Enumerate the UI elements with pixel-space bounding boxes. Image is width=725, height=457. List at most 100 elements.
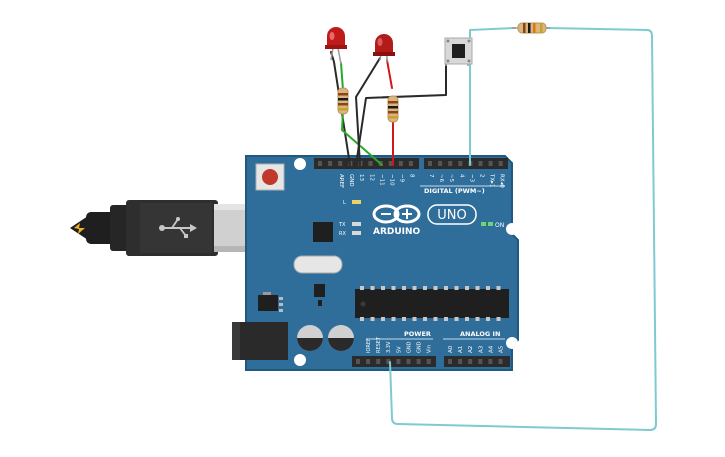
power-pin-label: 3.3V bbox=[386, 341, 392, 353]
led-l bbox=[352, 200, 361, 204]
digital-pin-label: TX▸1 bbox=[489, 173, 495, 187]
capacitor bbox=[297, 325, 323, 351]
pin-hole[interactable] bbox=[498, 161, 503, 166]
wire-black-led2-gnd[interactable] bbox=[355, 57, 381, 166]
digital-pin-label: ~6 bbox=[438, 174, 444, 183]
usb-chip bbox=[313, 222, 333, 242]
model-badge: UNO bbox=[427, 204, 477, 225]
brand-label: ARDUINO bbox=[373, 227, 421, 237]
pin-hole[interactable] bbox=[386, 359, 391, 364]
digital-pin-label: 7 bbox=[428, 174, 434, 178]
pin-hole[interactable] bbox=[448, 161, 453, 166]
pin-hole[interactable] bbox=[356, 359, 360, 364]
digital-pin-label: 4 bbox=[458, 174, 464, 178]
digital-pin-label: ~3 bbox=[468, 174, 474, 183]
analog-pin-label: A3 bbox=[478, 345, 484, 353]
resistor-3[interactable] bbox=[512, 22, 550, 34]
red-led-1[interactable] bbox=[325, 27, 347, 65]
pin-hole[interactable] bbox=[318, 161, 322, 166]
pin-hole[interactable] bbox=[368, 161, 373, 166]
header-pin-holes bbox=[356, 359, 503, 364]
digital-pin-label: 2 bbox=[479, 174, 485, 178]
digital-pin-label: AREF bbox=[338, 174, 344, 188]
pin-hole[interactable] bbox=[416, 359, 421, 364]
power-label: POWER bbox=[404, 330, 431, 338]
pin-hole[interactable] bbox=[406, 359, 411, 364]
digital-pin-label: 12 bbox=[368, 174, 374, 181]
pin-hole[interactable] bbox=[458, 161, 463, 166]
pin-hole[interactable] bbox=[328, 161, 333, 166]
reset-button[interactable] bbox=[255, 163, 285, 191]
pin-hole[interactable] bbox=[448, 359, 452, 364]
power-pin-label: GND bbox=[406, 341, 412, 353]
pin-hole[interactable] bbox=[398, 161, 403, 166]
mounting-hole bbox=[294, 158, 306, 170]
pin-hole[interactable] bbox=[438, 161, 443, 166]
wire-black-button-gnd[interactable] bbox=[355, 63, 447, 166]
pin-hole[interactable] bbox=[388, 161, 393, 166]
pin-hole[interactable] bbox=[396, 359, 401, 364]
pin-hole[interactable] bbox=[408, 161, 413, 166]
analog-pin-label: A5 bbox=[499, 345, 505, 353]
pin-hole[interactable] bbox=[426, 359, 431, 364]
pin-hole[interactable] bbox=[468, 359, 473, 364]
led-tx bbox=[352, 222, 361, 226]
analog-pin-label: A0 bbox=[448, 345, 454, 353]
wire-cyan-resistor-5v[interactable] bbox=[389, 27, 657, 431]
red-led-2[interactable] bbox=[373, 34, 395, 62]
capacitor bbox=[328, 325, 354, 351]
pin-hole[interactable] bbox=[428, 161, 432, 166]
pin-hole[interactable] bbox=[338, 161, 343, 166]
pin-hole[interactable] bbox=[478, 359, 483, 364]
power-header[interactable] bbox=[352, 356, 436, 367]
analog-pin-label: A1 bbox=[458, 346, 464, 353]
dc-power-jack[interactable] bbox=[232, 322, 288, 360]
led-l-label: L bbox=[343, 200, 346, 206]
power-pin-label: Vin bbox=[427, 345, 433, 353]
pin-hole[interactable] bbox=[366, 359, 371, 364]
power-led bbox=[481, 222, 486, 226]
wire-red-pin10[interactable] bbox=[386, 59, 394, 166]
power-pin-label: IOREF bbox=[366, 338, 372, 353]
resistor-1[interactable] bbox=[337, 87, 349, 115]
mounting-hole bbox=[506, 337, 518, 349]
wire-green-pin12[interactable] bbox=[340, 62, 383, 166]
usb-icon bbox=[159, 217, 197, 238]
on-label: ON bbox=[495, 222, 504, 229]
pin-hole[interactable] bbox=[458, 359, 463, 364]
power-pin-label: GND bbox=[417, 341, 423, 353]
power-pin-labels: IOREF RESET 3.3V 5V GND GND Vin bbox=[366, 336, 433, 353]
mounting-hole bbox=[294, 354, 306, 366]
pin-hole[interactable] bbox=[498, 359, 503, 364]
pin-hole[interactable] bbox=[376, 359, 381, 364]
analog-header[interactable] bbox=[444, 356, 510, 367]
digital-header-left[interactable] bbox=[314, 158, 419, 169]
power-pin-label: 5V bbox=[396, 346, 402, 353]
digital-pin-label: ~9 bbox=[399, 174, 405, 183]
analog-pin-label: A4 bbox=[488, 345, 494, 353]
led-rx-label: RX bbox=[339, 231, 346, 237]
pin-hole[interactable] bbox=[488, 161, 493, 166]
crystal bbox=[293, 255, 343, 274]
microcontroller-chip bbox=[355, 286, 509, 321]
pushbutton[interactable] bbox=[444, 37, 473, 66]
wire-cyan-pin2[interactable] bbox=[467, 57, 471, 166]
pin-hole[interactable] bbox=[478, 161, 483, 166]
arduino-logo-icon bbox=[372, 204, 421, 224]
pin-hole[interactable] bbox=[488, 359, 493, 364]
resistor-2[interactable] bbox=[387, 95, 399, 123]
analog-pin-label: A2 bbox=[468, 346, 474, 353]
power-pin-label: RESET bbox=[376, 336, 382, 353]
mounting-hole bbox=[506, 223, 518, 235]
digital-pin-label: GND bbox=[348, 174, 354, 187]
digital-header-right[interactable] bbox=[424, 158, 508, 169]
analog-label: ANALOG IN bbox=[460, 330, 500, 338]
digital-pin-label: ~5 bbox=[448, 174, 454, 183]
digital-pin-label: 8 bbox=[409, 174, 415, 178]
digital-label: DIGITAL (PWM~) bbox=[424, 187, 485, 195]
wire-cyan-button-resistor[interactable] bbox=[469, 27, 516, 59]
